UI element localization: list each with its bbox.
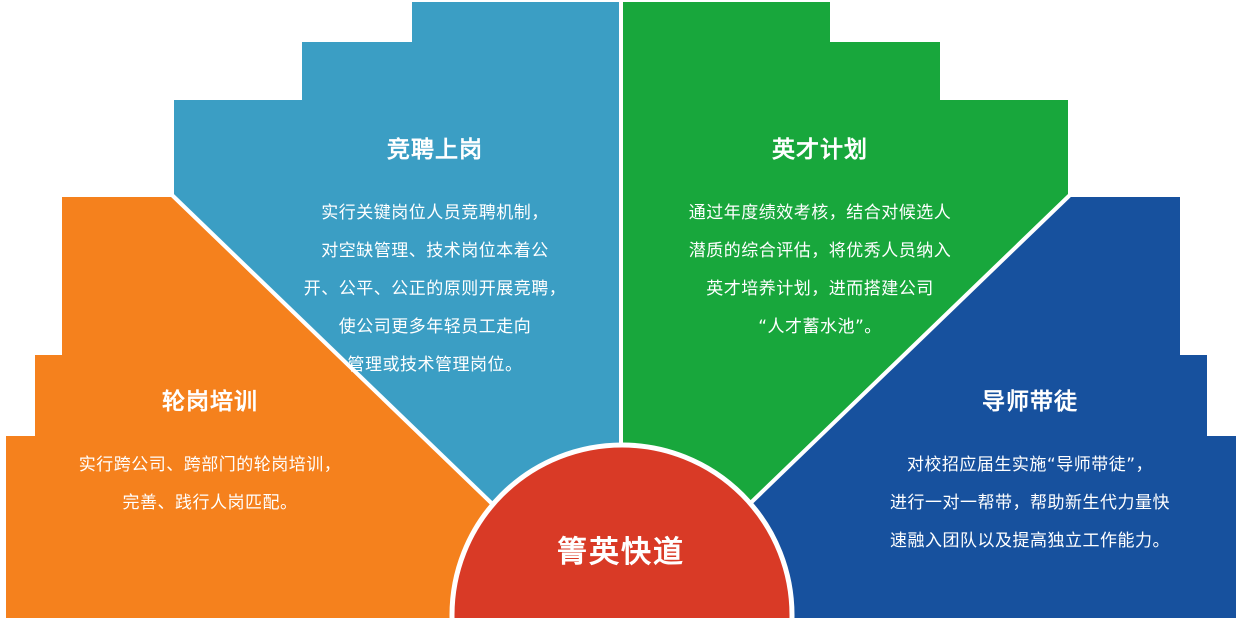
- mentorship-wedge: [628, 193, 1236, 618]
- section-title-talent-program: 英才计划: [772, 137, 868, 163]
- section-body-mentorship: 对校招应届生实施“导师带徒”， 进行一对一帮带，帮助新生代力量快 速融入团队以及…: [890, 455, 1170, 551]
- section-mentorship: 导师带徒 对校招应届生实施“导师带徒”， 进行一对一帮带，帮助新生代力量快 速融…: [850, 382, 1210, 560]
- section-talent-program: 英才计划 通过年度绩效考核，结合对候选人 潜质的综合评估，将优秀人员纳入 英才培…: [655, 130, 985, 346]
- talent-program-wedge: [619, 0, 1072, 618]
- center-dome: [449, 442, 795, 618]
- section-body-rotation-training: 实行跨公司、跨部门的轮岗培训， 完善、践行人岗匹配。: [78, 455, 342, 513]
- section-title-mentorship: 导师带徒: [982, 389, 1078, 415]
- competitive-posting-wedge: [170, 0, 623, 618]
- rotation-training-wedge: [2, 193, 614, 618]
- section-title-rotation-training: 轮岗培训: [162, 389, 258, 415]
- section-competitive-posting: 竞聘上岗 实行关键岗位人员竞聘机制， 对空缺管理、技术岗位本着公 开、公平、公正…: [270, 130, 600, 384]
- section-title-competitive-posting: 竞聘上岗: [387, 137, 483, 163]
- section-body-competitive-posting: 实行关键岗位人员竞聘机制， 对空缺管理、技术岗位本着公 开、公平、公正的原则开展…: [303, 203, 567, 375]
- center-dome-label: 箐英快道: [557, 535, 685, 570]
- section-body-talent-program: 通过年度绩效考核，结合对候选人 潜质的综合评估，将优秀人员纳入 英才培养计划，进…: [688, 203, 952, 337]
- section-rotation-training: 轮岗培训 实行跨公司、跨部门的轮岗培训， 完善、践行人岗匹配。: [30, 382, 390, 522]
